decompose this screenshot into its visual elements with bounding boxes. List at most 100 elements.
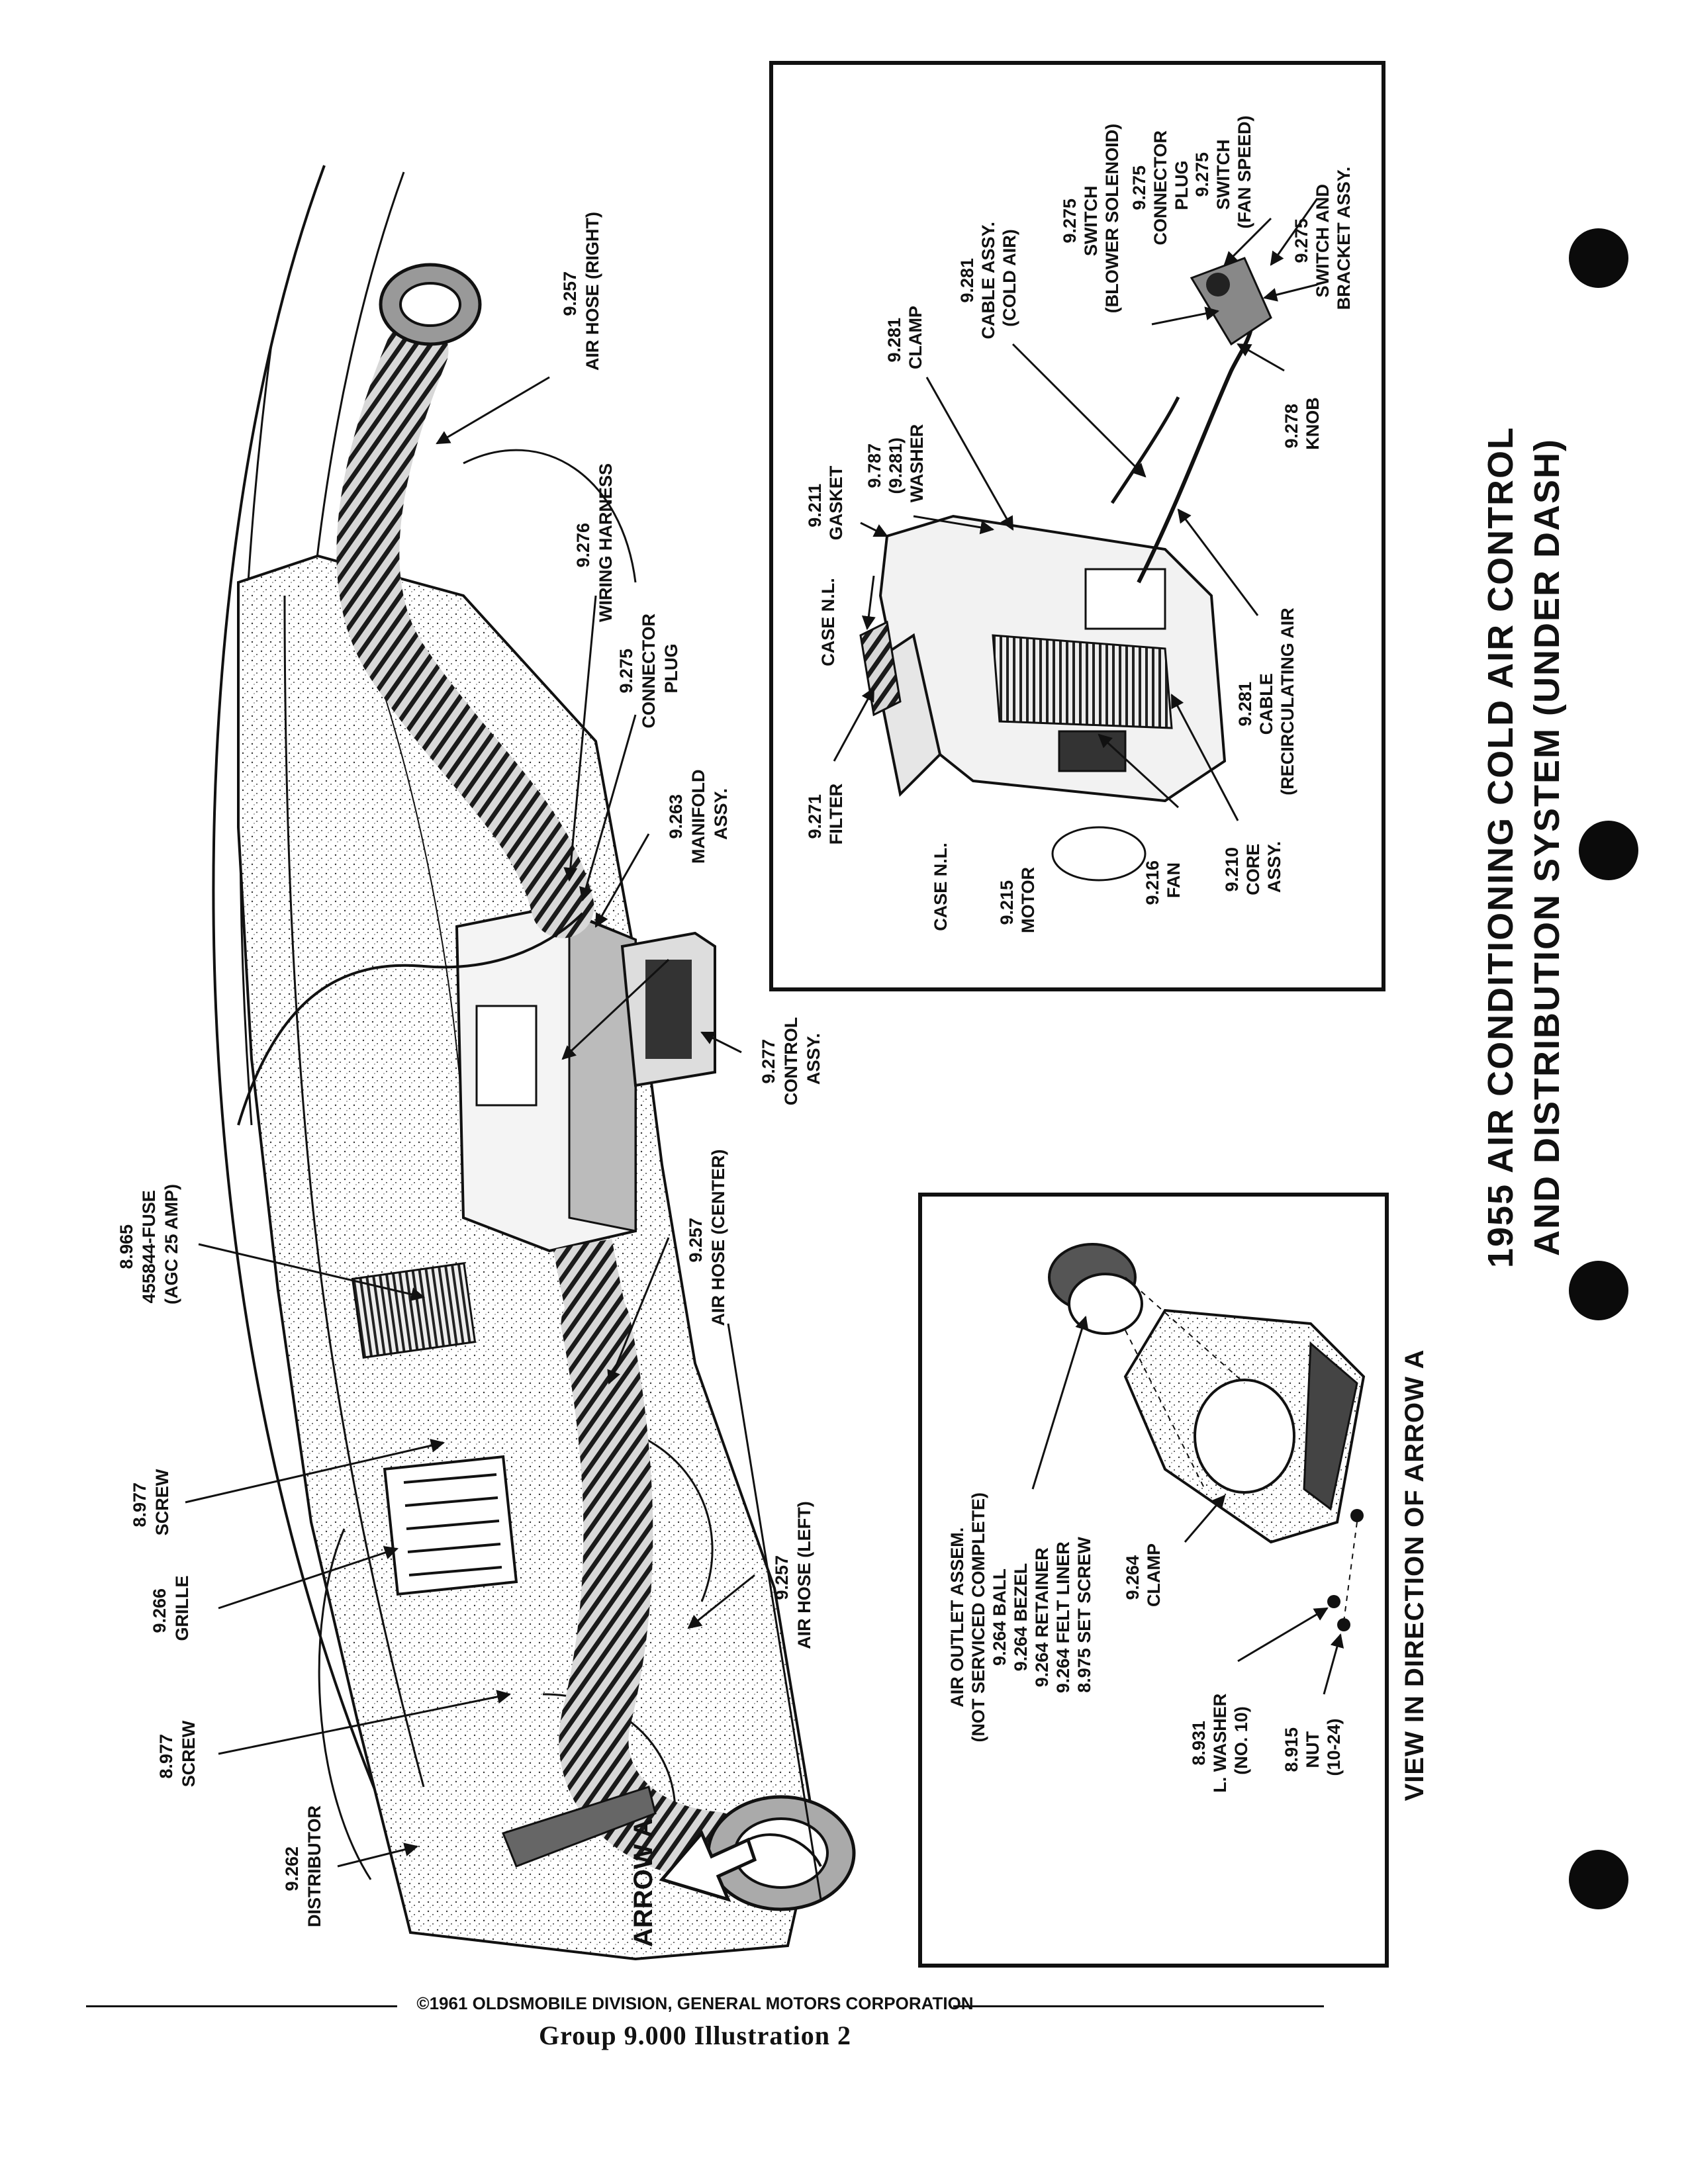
inset-label-filter-num: 9.271 [805,794,825,839]
label-fuse-num: 8.965 [117,1224,136,1269]
label-air-hose-left-num: 9.257 [772,1555,792,1600]
inset-label-case-nl-top: CASE N.L. [818,578,838,666]
label-grille-num: 9.266 [150,1588,169,1633]
label-distributor: DISTRIBUTOR [305,1805,324,1927]
inset-label-switch-fan: SWITCH [1213,140,1233,210]
inset-label-core: CORE [1243,844,1263,895]
svg-text:9.257 AIR HOSE (LEFT): 9.257 AIR HOSE (LEFT) [772,1501,814,1649]
svg-text:9.262 DISTRIBUTOR: 9.262 DISTRIBUTOR [282,1805,324,1927]
label-connector-plug-num: 9.275 [616,649,636,694]
svg-text:9.275 CONNECTOR: 9.275 CONNECTOR PLUG [1129,125,1192,245]
inset-label-knob: KNOB [1303,397,1323,450]
inset-label-cable-cold-num: 9.281 [957,258,977,303]
label-screw-lower-num: 8.977 [156,1734,176,1779]
inset-label-core-2: ASSY. [1264,841,1284,893]
svg-text:9.281 CLAMP: 9.281 CLAMP [884,306,925,369]
title-line-1: 1955 AIR CONDITIONING COLD AIR CONTROL [1481,426,1521,1268]
view-label-outlet-3: 9.264 BALL [990,1569,1009,1666]
inset-label-core-num: 9.210 [1222,847,1242,892]
inset-under-dash-unit: 9.275 SWITCH AND BRACKET ASSY. 9.275 SWI… [769,61,1385,991]
svg-text:9.281 CABLE (R: 9.281 CABLE (RECIRCULATING AIR [1235,608,1297,795]
svg-text:9.276 WIRING HARNESS: 9.276 WIRING HARNESS [573,463,616,622]
inset-label-clamp: CLAMP [906,306,925,369]
label-control-num: 9.277 [759,1039,778,1084]
label-air-hose-right-num: 9.257 [560,271,580,316]
svg-text:9.257 AIR HOSE (RIGHT): 9.257 AIR HOSE (RIGHT) [560,212,602,371]
view-label-nut-2: (10-24) [1324,1718,1344,1776]
view-label-outlet-4: 9.264 BEZEL [1011,1563,1031,1671]
inset-label-motor-num: 9.215 [997,880,1017,925]
inset-label-clamp-num: 9.281 [884,318,904,363]
view-label-outlet-2: (NOT SERVICED COMPLETE) [968,1492,988,1743]
label-manifold-2: ASSY. [711,788,731,840]
svg-text:9.215 MOTOR: 9.215 MOTOR [997,867,1038,933]
inset-label-fan: FAN [1164,862,1184,898]
label-wiring-harness-num: 9.276 [573,523,593,568]
svg-text:8.965 455844-FUSE: 8.965 455844-FUSE (AGC 25 AMP) [117,1184,181,1304]
inset-label-cable-cold-2: (COLD AIR) [1000,229,1019,326]
svg-text:9.216 FAN: 9.216 FAN [1143,855,1184,905]
label-wiring-harness: WIRING HARNESS [596,463,616,622]
label-air-hose-right: AIR HOSE (RIGHT) [583,212,602,371]
binder-hole-3 [1569,1261,1628,1320]
svg-text:9.787 (9.281): 9.787 (9.281) WASHER [865,424,927,503]
svg-text:8.931 L. WASHER: 8.931 L. WASHER (NO. 10) [1189,1688,1251,1793]
inset-label-connector-2: PLUG [1172,160,1192,210]
view-caption: VIEW IN DIRECTION OF ARROW A [1400,1349,1429,1801]
view-label-washer-2: (NO. 10) [1231,1706,1251,1775]
label-screw-upper: SCREW [152,1469,172,1535]
binder-hole-4 [1569,1850,1628,1909]
inset-label-switch-fan-2: (FAN SPEED) [1235,115,1254,228]
label-grille: GRILLE [172,1576,192,1641]
footer-rule-right [953,2005,1324,2007]
inset-label-cable-recirc: CABLE [1256,673,1276,735]
inset-label-switch-blower-2: (BLOWER SOLENOID) [1102,124,1122,313]
label-fuse: 455844-FUSE [139,1190,159,1303]
svg-text:9.210 CORE ASS: 9.210 CORE ASSY. [1222,839,1284,895]
inset-label-fan-num: 9.216 [1143,860,1162,905]
svg-text:9.277 CONTROL: 9.277 CONTROL ASSY. [759,1013,823,1106]
inset-view-arrow-a: AIR OUTLET ASSEM. (NOT SERVICED COMPLETE… [918,1193,1429,1968]
view-label-washer: L. WASHER [1210,1694,1230,1793]
svg-text:AIR OUTLET ASSEM. (NOT: AIR OUTLET ASSEM. (NOT SERVICED COMPLETE… [947,1487,1094,1742]
svg-text:9.257 AIR HOSE (CENTER: 9.257 AIR HOSE (CENTER) [686,1149,728,1326]
svg-text:9.263 MANIFOLD: 9.263 MANIFOLD ASSY. [666,764,731,864]
view-label-nut: NUT [1303,1731,1323,1768]
view-label-clamp: CLAMP [1144,1543,1164,1607]
svg-text:9.275 CONNECTOR: 9.275 CONNECTOR PLUG [616,608,681,728]
inset-label-case-nl-bottom: CASE N.L. [931,842,951,931]
label-fuse-2: (AGC 25 AMP) [162,1184,181,1304]
inset-label-cable-recirc-num: 9.281 [1235,682,1255,727]
figure-title: 1955 AIR CONDITIONING COLD AIR CONTROL A… [1481,426,1567,1268]
inset-label-switch-blower: SWITCH [1081,186,1101,256]
main-labels: 9.257 AIR HOSE (RIGHT) 9.276 WIRING HARN… [117,212,823,1947]
label-manifold: MANIFOLD [688,770,708,864]
inset-label-filter: FILTER [826,784,846,844]
view-label-outlet-5: 9.264 RETAINER [1032,1547,1052,1687]
inset-label-switch-bracket: SWITCH AND [1313,184,1333,297]
footer-group-illustration: Group 9.000 Illustration 2 [539,2021,851,2050]
label-air-hose-center: AIR HOSE (CENTER) [708,1149,728,1326]
label-control-2: ASSY. [804,1033,823,1085]
footer-copyright: ©1961 OLDSMOBILE DIVISION, GENERAL MOTOR… [416,1993,974,2013]
inset-label-washer-num: 9.787 [865,443,884,488]
title-line-2: AND DISTRIBUTION SYSTEM (UNDER DASH) [1527,438,1567,1256]
inset-label-gasket: GASKET [826,465,846,540]
inset-label-switch-bracket-num: 9.275 [1291,218,1311,263]
inset-label-cable-cold: CABLE ASSY. [978,222,998,340]
inset-label-connector: CONNECTOR [1150,130,1170,246]
inset-label-switch-fan-num: 9.275 [1192,152,1212,197]
svg-text:8.977 SCREW: 8.977 SCREW [156,1720,199,1787]
svg-text:9.266 GRILLE: 9.266 GRILLE [150,1576,192,1641]
label-connector-plug: CONNECTOR [639,614,659,729]
label-arrow-a: ARROW A [629,1819,658,1947]
view-label-nut-num: 8.915 [1282,1727,1301,1772]
view-label-outlet-1: AIR OUTLET ASSEM. [947,1527,967,1707]
svg-text:9.264 CLAMP: 9.264 CLAMP [1123,1543,1164,1607]
svg-text:9.211 GASKET: 9.211 GASKET [805,465,846,540]
inset-label-motor: MOTOR [1018,867,1038,933]
inset-label-washer: WASHER [907,424,927,503]
svg-text:9.275 SWITCH AND: 9.275 SWITCH AND BRACKET ASSY. [1291,167,1354,310]
inset-label-gasket-num: 9.211 [805,484,825,527]
